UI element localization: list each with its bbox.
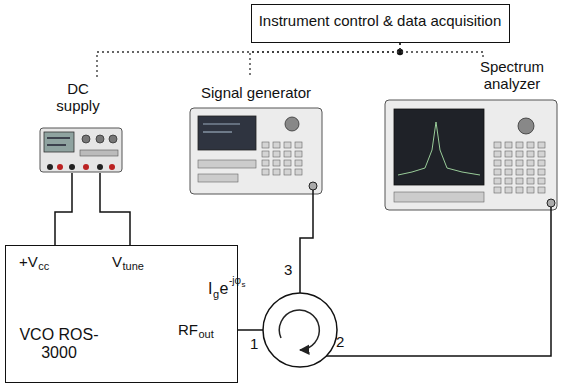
supply-wire	[55, 173, 72, 245]
button	[516, 160, 523, 166]
button	[538, 169, 545, 175]
button	[494, 169, 501, 175]
button	[273, 160, 280, 166]
button	[527, 160, 534, 166]
spectrum-analyzer-icon	[385, 100, 557, 210]
button	[273, 169, 280, 175]
port-number: 3	[284, 262, 292, 277]
button	[505, 178, 512, 184]
button	[505, 160, 512, 166]
button	[538, 151, 545, 157]
signal-symbol: I	[208, 281, 212, 297]
button	[505, 151, 512, 157]
circulator	[263, 293, 337, 367]
coax-wire	[326, 207, 551, 356]
button	[295, 142, 302, 148]
button	[284, 160, 291, 166]
coax-wire	[238, 329, 263, 331]
button	[516, 151, 523, 157]
button	[516, 187, 523, 193]
button	[516, 142, 523, 148]
signal-symbol: e	[220, 281, 229, 297]
signal-subscript: g	[213, 289, 219, 300]
port-name-subscript: out	[199, 329, 214, 340]
dc-supply-icon	[40, 128, 122, 172]
node-text: Signal generator	[188, 84, 324, 101]
button	[527, 178, 534, 184]
button	[273, 142, 280, 148]
node-text: VCO ROS-3000	[16, 326, 102, 363]
control-line	[250, 43, 400, 78]
button	[505, 187, 512, 193]
button	[538, 178, 545, 184]
signal-generator-icon	[190, 108, 322, 194]
button	[494, 142, 501, 148]
button	[494, 160, 501, 166]
port-number: 2	[336, 334, 344, 349]
button	[262, 160, 269, 166]
button	[273, 151, 280, 157]
button	[538, 142, 545, 148]
control-line	[400, 43, 483, 58]
button	[295, 151, 302, 157]
pin-name: V	[112, 254, 122, 269]
circulation-arrow	[279, 310, 319, 350]
signal-exponent-subscript: s	[242, 281, 246, 289]
signal-exponent: -jφ	[229, 276, 241, 286]
button	[527, 142, 534, 148]
button	[262, 151, 269, 157]
button	[494, 187, 501, 193]
node-text: DC supply	[46, 80, 110, 115]
button	[494, 151, 501, 157]
button	[295, 169, 302, 175]
coax-wire	[300, 190, 313, 293]
port-name: RF	[178, 322, 198, 337]
button	[516, 169, 523, 175]
button	[527, 169, 534, 175]
button	[262, 169, 269, 175]
button	[538, 160, 545, 166]
button	[284, 169, 291, 175]
spectrum-analyzer: Spectrum analyzer	[383, 58, 559, 214]
button	[516, 178, 523, 184]
button	[527, 151, 534, 157]
control-line	[97, 43, 400, 80]
button	[284, 151, 291, 157]
port-number: 1	[250, 336, 258, 351]
control-box: Instrument control & data acquisition	[251, 4, 510, 43]
button	[505, 169, 512, 175]
button	[494, 178, 501, 184]
supply-wire	[100, 173, 130, 245]
button	[527, 187, 534, 193]
pin-name-subscript: tune	[123, 261, 144, 272]
button	[284, 142, 291, 148]
pin-name: +V	[19, 254, 38, 269]
node-text: Instrument control & data acquisition	[252, 5, 509, 37]
button	[262, 142, 269, 148]
button	[505, 142, 512, 148]
button	[538, 187, 545, 193]
node-text: Spectrum analyzer	[469, 58, 555, 93]
button	[295, 160, 302, 166]
pin-name-subscript: cc	[38, 261, 49, 272]
signal-generator: Signal generator	[188, 78, 324, 198]
dc-supply: DC supply	[38, 80, 124, 173]
